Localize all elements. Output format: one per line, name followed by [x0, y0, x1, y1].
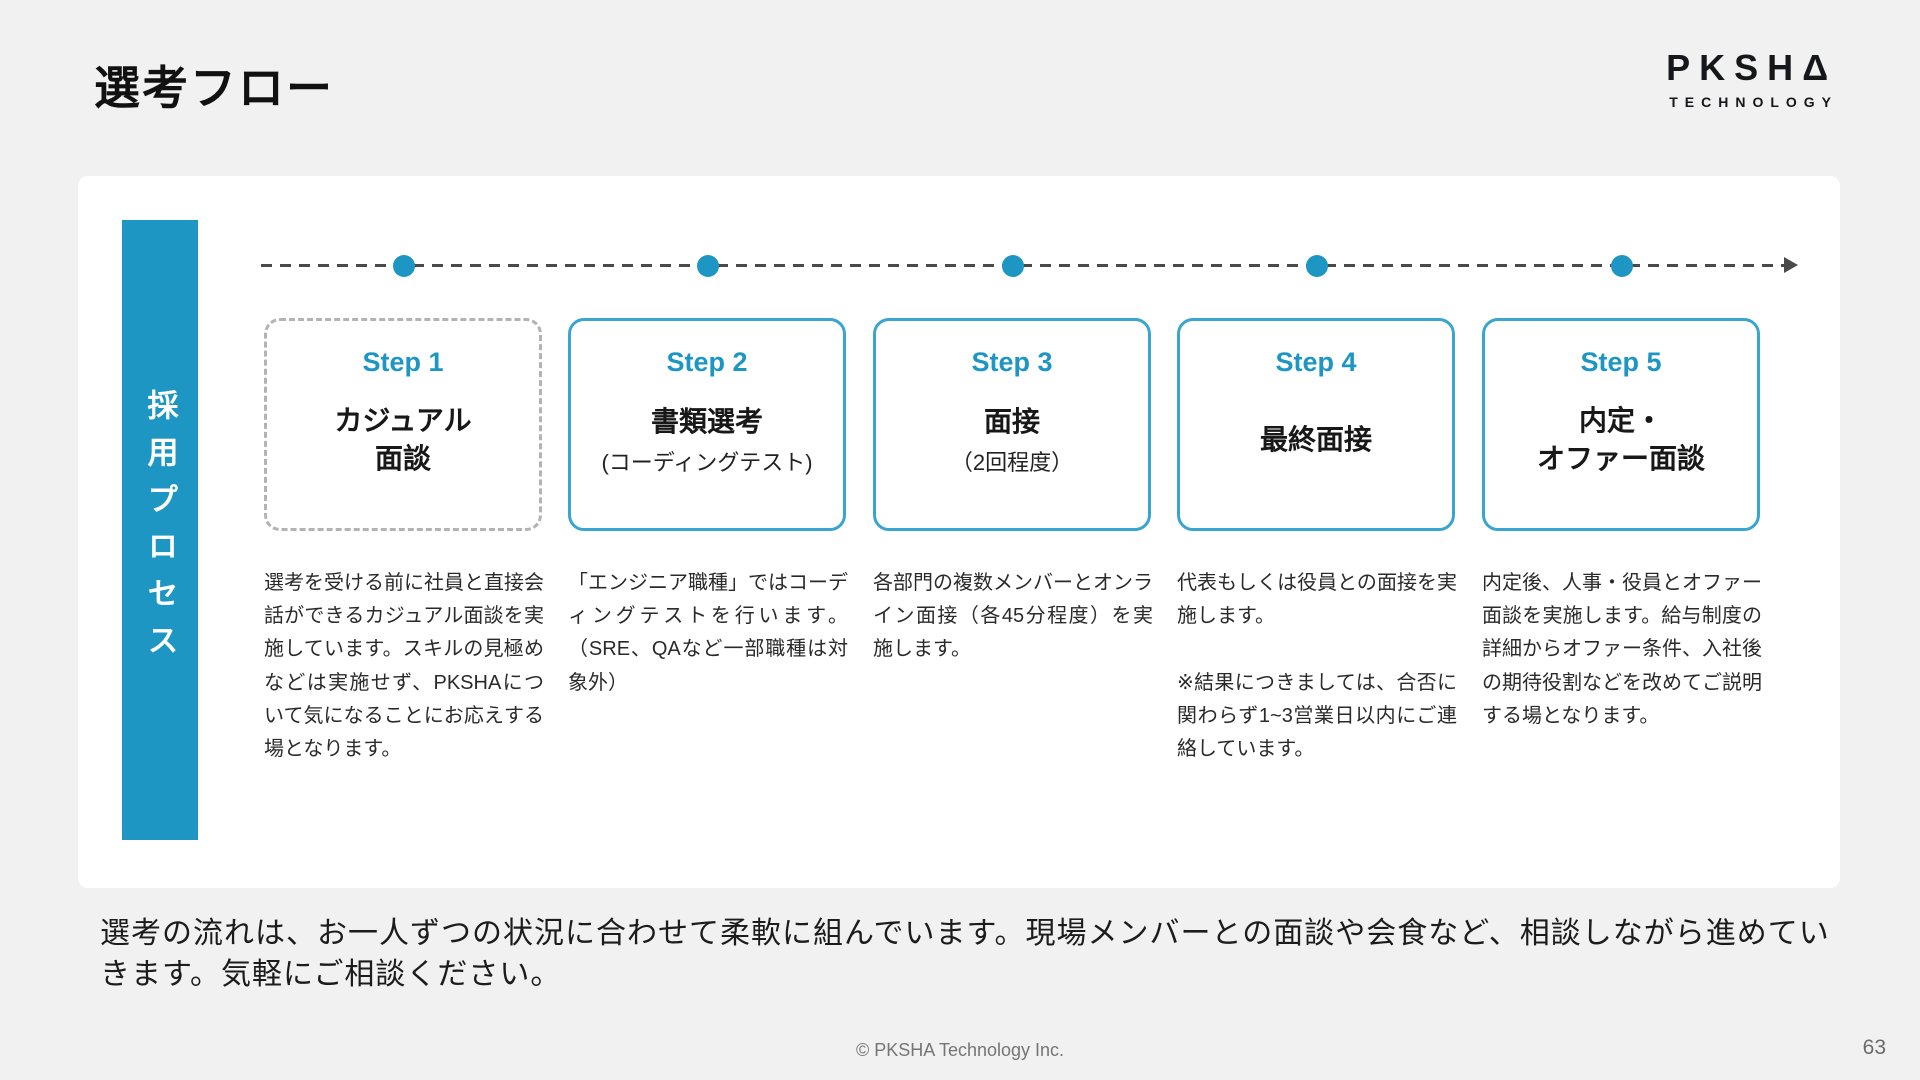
step2-box: Step 2 書類選考 (コーディングテスト) [568, 318, 846, 531]
timeline-dashed-line [261, 264, 1787, 267]
step-column-4: Step 4 最終面接 代表もしくは役員との面接を実施します。 ※結果につきまし… [1177, 318, 1457, 766]
timeline-dot-step2 [697, 255, 719, 277]
step4-description: 代表もしくは役員との面接を実施します。 ※結果につきましては、合否に関わらず1~… [1177, 572, 1457, 760]
step5-box: Step 5 内定・ オファー面談 [1482, 318, 1760, 531]
step2-subtitle: (コーディングテスト) [601, 449, 813, 475]
step3-description: 各部門の複数メンバーとオンライン面接（各45分程度）を実施します。 [873, 572, 1153, 661]
step2-label: Step 2 [666, 347, 748, 377]
step-column-2: Step 2 書類選考 (コーディングテスト) 「エンジニア職種」ではコーディン… [568, 318, 848, 700]
step4-title-wrap: 最終面接 [1260, 378, 1372, 502]
step1-box: Step 1 カジュアル 面談 [264, 318, 542, 531]
timeline-dot-step3 [1002, 255, 1024, 277]
step2-title: 書類選考 [650, 406, 763, 438]
step4-label: Step 4 [1275, 347, 1357, 377]
step2-description: 「エンジニア職種」ではコーディングテストを行います。（SRE、QAなど一部職種は… [568, 572, 848, 694]
step-column-5: Step 5 内定・ オファー面談 内定後、人事・役員とオファー面談を実施します… [1482, 318, 1762, 733]
pksha-logo-letters: PKSH [1666, 47, 1803, 88]
step3-title: 面接 [983, 406, 1040, 438]
step1-title-wrap: カジュアル 面談 [334, 378, 471, 502]
timeline-dot-step4 [1306, 255, 1328, 277]
pksha-logo-subtitle: TECHNOLOGY [1669, 94, 1838, 110]
step3-box: Step 3 面接 （2回程度） [873, 318, 1151, 531]
step-column-1: Step 1 カジュアル 面談 選考を受ける前に社員と直接会話ができるカジュアル… [264, 318, 544, 766]
step5-title-wrap: 内定・ オファー面談 [1537, 378, 1705, 502]
step1-description: 選考を受ける前に社員と直接会話ができるカジュアル面談を実施しています。スキルの見… [264, 572, 544, 760]
step5-title: 内定・ オファー面談 [1536, 405, 1705, 474]
page-number: 63 [1862, 1036, 1886, 1059]
step5-label: Step 5 [1580, 347, 1662, 377]
timeline-dot-step1 [393, 255, 415, 277]
step4-box: Step 4 最終面接 [1177, 318, 1455, 531]
pksha-logo-triangle-icon: Δ [1802, 47, 1838, 88]
pksha-logo: PKSHΔ TECHNOLOGY [1665, 50, 1838, 111]
page-title: 選考フロー [94, 62, 334, 114]
step3-label: Step 3 [971, 347, 1053, 377]
copyright-text: © PKSHA Technology Inc. [855, 1040, 1065, 1060]
step5-description: 内定後、人事・役員とオファー面談を実施します。給与制度の詳細からオファー条件、入… [1482, 572, 1762, 727]
arrow-right-icon [1784, 257, 1798, 273]
process-card: 採用プロセス Step 1 カジュアル 面談 選考を受ける前に社員と直接会話がで… [78, 176, 1840, 888]
step-column-3: Step 3 面接 （2回程度） 各部門の複数メンバーとオンライン面接（各45分… [873, 318, 1153, 667]
step4-title: 最終面接 [1259, 424, 1372, 456]
step2-title-wrap: 書類選考 (コーディングテスト) [601, 378, 812, 502]
step3-subtitle: （2回程度） [950, 449, 1074, 475]
step1-title: カジュアル 面談 [334, 405, 472, 474]
bottom-note: 選考の流れは、お一人ずつの状況に合わせて柔軟に組んでいます。現場メンバーとの面談… [100, 917, 1830, 991]
process-side-label: 採用プロセス [142, 389, 178, 671]
step1-label: Step 1 [362, 347, 444, 377]
timeline-dot-step5 [1611, 255, 1633, 277]
process-side-bar: 採用プロセス [122, 220, 198, 840]
step3-title-wrap: 面接 （2回程度） [951, 378, 1073, 502]
pksha-logo-word: PKSHΔ [1665, 50, 1838, 86]
